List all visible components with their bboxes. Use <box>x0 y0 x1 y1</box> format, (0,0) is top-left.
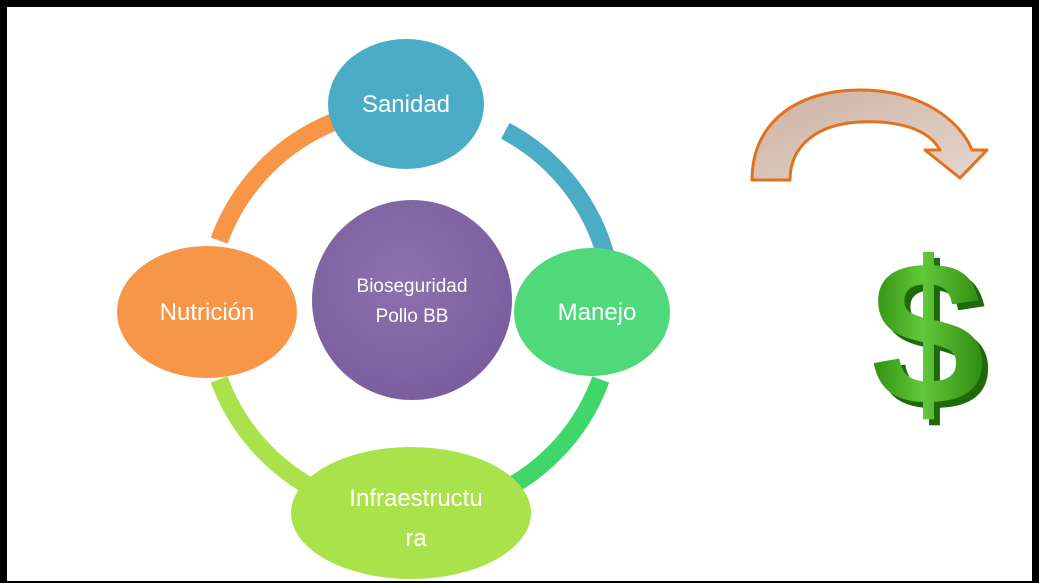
dollar-sign-glyph: $ <box>871 219 985 448</box>
node-nutricion-label: Nutrición <box>160 299 255 326</box>
node-infraestructura-label-line-2: ra <box>405 525 427 552</box>
node-infraestructura: Infraestructu ra <box>291 447 531 579</box>
node-sanidad-shape <box>328 39 484 169</box>
center-node: Bioseguridad Pollo BB <box>312 200 512 400</box>
dollar-sign-shadow: $ <box>877 225 991 454</box>
arc-sanidad-manejo <box>501 122 618 270</box>
center-circle <box>312 200 512 400</box>
node-sanidad-label: Sanidad <box>362 91 450 118</box>
node-manejo-shape <box>514 248 670 376</box>
center-label-line-1: Bioseguridad <box>357 276 468 297</box>
node-nutricion: Nutrición <box>117 246 297 378</box>
node-nutricion-shape <box>117 246 297 378</box>
node-sanidad: Sanidad <box>328 39 484 169</box>
node-manejo: Manejo <box>514 248 670 376</box>
node-manejo-label: Manejo <box>558 299 637 326</box>
arc-nutricion-sanidad <box>210 113 338 244</box>
node-infraestructura-label-line-1: Infraestructu <box>349 485 482 512</box>
center-label-line-2: Pollo BB <box>376 306 449 327</box>
node-infraestructura-shape <box>291 447 531 579</box>
curved-down-arrow-icon <box>750 88 989 182</box>
dollar-sign-icon: $ $ <box>871 219 991 454</box>
